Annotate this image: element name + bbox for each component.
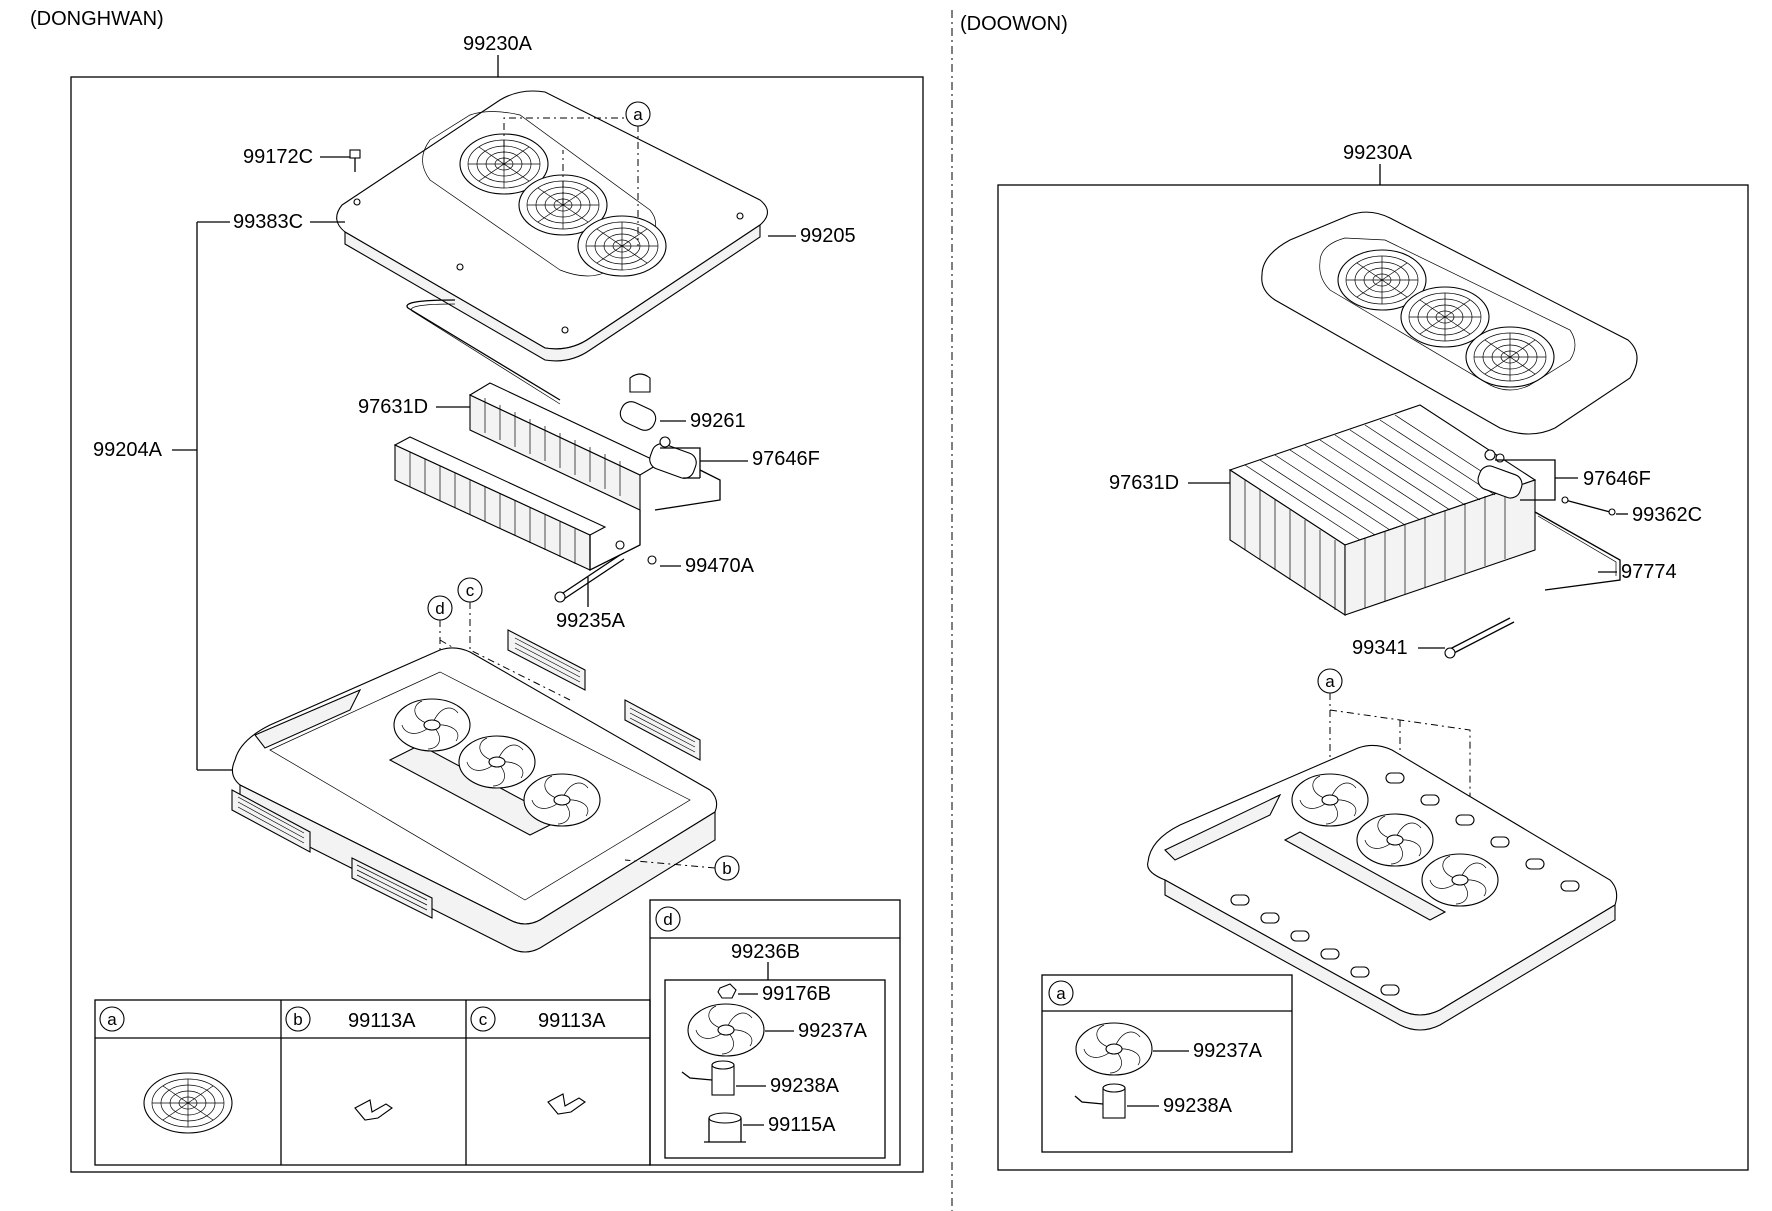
right-detail-fan: 99237A <box>1193 1040 1263 1062</box>
svg-text:a: a <box>1056 984 1066 1003</box>
side-grille-4 <box>351 857 433 919</box>
label-99261: 99261 <box>690 410 746 432</box>
detail-d-fan: 99237A <box>798 1020 868 1042</box>
label-99204a: 99204A <box>93 439 163 461</box>
svg-text:b: b <box>722 859 731 878</box>
right-detail-table <box>1041 974 1293 1153</box>
right-frame <box>997 184 1749 1171</box>
label-99172c: 99172C <box>243 146 313 168</box>
detail-b-part: 99113A <box>348 1010 416 1032</box>
grille-icon <box>143 1072 233 1134</box>
top-cover <box>336 90 769 362</box>
detail-a-callout <box>99 1006 125 1032</box>
label-97631d: 97631D <box>358 396 428 418</box>
detail-d-bracket: 99115A <box>768 1114 836 1136</box>
svg-text:d: d <box>435 599 444 618</box>
right-label-99341: 99341 <box>1352 637 1408 659</box>
clip-icon-b <box>354 1099 393 1121</box>
side-grille-1 <box>507 629 586 691</box>
svg-text:c: c <box>466 581 475 600</box>
label-99383c: 99383C <box>233 211 303 233</box>
label-99235a: 99235A <box>556 610 626 632</box>
right-motor-icon <box>1074 1083 1126 1119</box>
fan-icon <box>687 1003 765 1057</box>
left-assembly-label: 99230A <box>463 33 533 55</box>
right-detail-a-callout <box>1048 980 1074 1006</box>
drain-hose <box>406 299 561 401</box>
right-evaporator-core <box>1228 404 1537 617</box>
side-grille-3 <box>231 789 311 853</box>
label-99205: 99205 <box>800 225 856 247</box>
right-oring-icon <box>1561 496 1616 516</box>
right-fan-icon <box>1075 1022 1153 1076</box>
nut-icon <box>717 983 737 999</box>
detail-table <box>94 899 901 1166</box>
right-label-97646f: 97646F <box>1583 468 1651 490</box>
right-pipe <box>1534 511 1621 591</box>
sensor-clip <box>629 373 651 393</box>
detail-c-callout <box>470 1006 496 1032</box>
right-lower-housing <box>1147 744 1618 1031</box>
refrigerant-tube <box>554 554 625 603</box>
lower-housing <box>231 629 718 953</box>
label-97646f: 97646F <box>752 448 820 470</box>
right-tube <box>1444 617 1515 659</box>
right-top-cover <box>1261 211 1638 435</box>
bolt-icon <box>349 149 361 172</box>
side-grille-2 <box>624 699 701 761</box>
svg-text:b: b <box>293 1010 302 1029</box>
svg-text:c: c <box>479 1010 488 1029</box>
svg-text:d: d <box>663 910 672 929</box>
label-99470a: 99470A <box>685 555 755 577</box>
right-detail-motor: 99238A <box>1163 1095 1233 1117</box>
oring-icon <box>647 555 657 565</box>
evaporator-core <box>393 382 662 572</box>
svg-text:a: a <box>633 105 643 124</box>
detail-d-nut: 99176B <box>762 983 831 1005</box>
detail-d-assembly: 99236B <box>731 941 800 963</box>
clip-icon-c <box>547 1093 586 1115</box>
variant-title-doowon: (DOOWON) <box>960 13 1068 35</box>
expansion-valve <box>649 436 721 511</box>
right-assembly-label: 99230A <box>1343 142 1413 164</box>
bracket-icon <box>704 1112 746 1143</box>
sensor-body <box>619 401 657 431</box>
detail-c-part: 99113A <box>538 1010 606 1032</box>
detail-d-motor: 99238A <box>770 1075 840 1097</box>
right-label-97631d: 97631D <box>1109 472 1179 494</box>
right-expansion-valve <box>1477 449 1523 499</box>
motor-icon <box>681 1060 735 1096</box>
svg-text:a: a <box>107 1010 117 1029</box>
left-frame <box>70 76 924 1173</box>
detail-b-callout <box>285 1006 311 1032</box>
right-label-99362c: 99362C <box>1632 504 1702 526</box>
callout-a-top <box>625 101 651 127</box>
detail-d-callout <box>655 906 681 932</box>
svg-text:a: a <box>1325 672 1335 691</box>
variant-title-donghwan: (DONGHWAN) <box>30 8 164 30</box>
right-label-97774: 97774 <box>1621 561 1677 583</box>
